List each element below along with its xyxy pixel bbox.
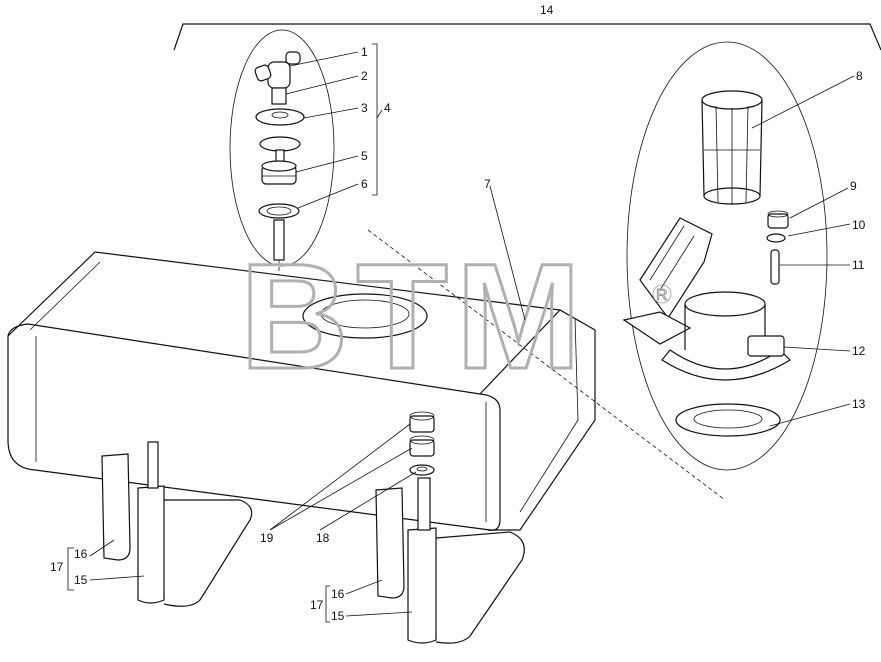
ring-part-6 (258, 203, 300, 219)
label-5: 5 (361, 149, 368, 163)
washer-part-18 (409, 464, 435, 476)
nut-part-19-lower (409, 435, 435, 457)
tank-flange (302, 293, 428, 339)
label-17-left: 17 (50, 560, 64, 574)
watermark-registered-mark (652, 284, 672, 304)
nut-part-5 (261, 160, 297, 185)
label-17-right: 17 (310, 598, 324, 612)
nut-part-9 (767, 210, 789, 229)
stud-part-11 (770, 249, 780, 285)
label-3: 3 (361, 101, 368, 115)
label-13: 13 (852, 397, 866, 411)
label-15-left: 15 (74, 573, 88, 587)
watermark-text: BTM (240, 232, 589, 400)
label-1: 1 (361, 45, 368, 59)
label-10: 10 (852, 218, 866, 232)
washer-upper (259, 136, 301, 152)
label-7: 7 (484, 177, 491, 191)
label-16-right: 16 (331, 587, 345, 601)
mount-bracket-left (101, 441, 253, 607)
label-15-right: 15 (331, 609, 345, 623)
filler-assembly-ellipse (229, 29, 335, 267)
assembly-14-bracket (173, 23, 881, 51)
label-9: 9 (850, 179, 857, 193)
label-6: 6 (361, 177, 368, 191)
label-19: 19 (260, 531, 274, 545)
nut-part-19-upper (409, 411, 435, 433)
strainer-assembly-ellipse (626, 41, 828, 471)
cap-part-2 (271, 87, 287, 105)
strainer-basket-part-8 (701, 90, 763, 205)
label-8: 8 (856, 69, 863, 83)
label-11: 11 (852, 258, 865, 272)
mount-bracket-right (375, 477, 525, 644)
filler-neck-part-12 (661, 291, 791, 381)
strainer-axis-line (367, 229, 726, 501)
washer-part-10 (766, 233, 786, 243)
label-18: 18 (316, 531, 330, 545)
label-4: 4 (384, 101, 391, 115)
cap-part-1 (254, 51, 301, 89)
leader-lines (67, 43, 855, 623)
filler-lid (622, 217, 713, 345)
gasket-part-3 (255, 108, 305, 126)
label-16-left: 16 (74, 547, 88, 561)
gasket-part-13 (675, 403, 781, 437)
label-12: 12 (852, 344, 866, 358)
label-14: 14 (540, 3, 554, 17)
watermark-registered-letter: R (656, 287, 668, 304)
label-2: 2 (361, 69, 368, 83)
